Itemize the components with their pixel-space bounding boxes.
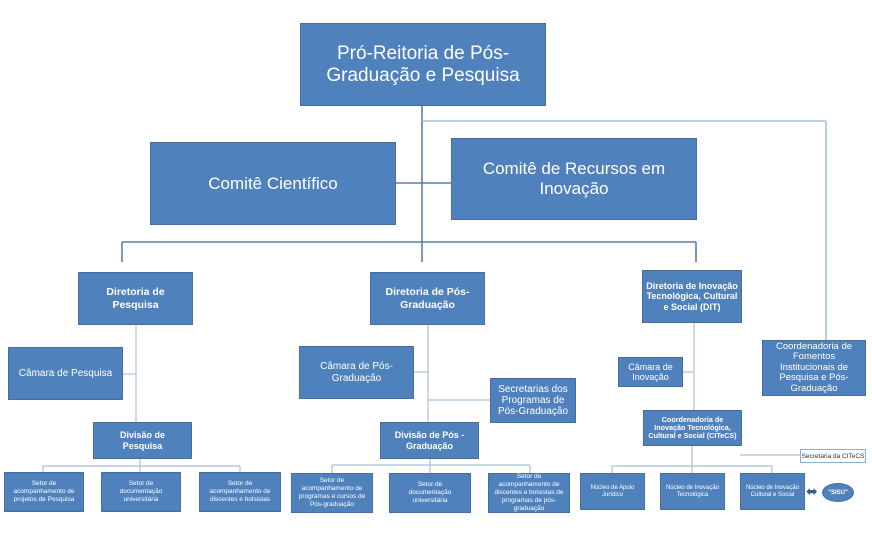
divisao-pesquisa-box: Divisão de Pesquisa: [93, 422, 192, 459]
diretoria-pesquisa-box: Diretoria de Pesquisa: [78, 272, 193, 325]
setor-pesquisa-3: Setor de acompanhamento de discentes e b…: [199, 472, 281, 512]
sisu-ellipse: "SISU": [822, 483, 854, 502]
setor-pesquisa-1: Setor de acompanhamento de projetos de P…: [4, 472, 84, 512]
setor-pos-3: Setor de acompanhamento de discentes e b…: [488, 473, 570, 513]
setor-pesquisa-2: Setor de documentação universitária: [101, 472, 181, 512]
setor-pos-1: Setor de acompanhamento de programas e c…: [291, 473, 373, 513]
coordenadoria-citecs-box: Coordenadoria de Inovação Tecnológica, C…: [643, 410, 742, 446]
setor-pos-2: Setor de documentação universitária: [389, 473, 471, 513]
camara-pesquisa-box: Câmara de Pesquisa: [8, 347, 123, 400]
nucleo-tecnologica-box: Núcleo de Inovação Tecnológica: [660, 473, 725, 510]
nucleo-juridico-box: Núcleo de Apoio Jurídico: [580, 473, 645, 510]
diretoria-pos-box: Diretoria de Pós-Graduação: [370, 272, 485, 325]
camara-pos-box: Câmara de Pós-Graduação: [299, 346, 414, 399]
camara-inovacao-box: Câmara de Inovação: [618, 357, 683, 387]
secretaria-citecs-box: Secretaria da CITeCS: [800, 449, 866, 463]
coord-fomentos-box: Coordenadoria de Fomentos Institucionais…: [762, 340, 866, 396]
pro-reitoria-box: Pró-Reitoria de Pós-Graduação e Pesquisa: [300, 23, 546, 106]
double-arrow-icon: ⬌: [806, 483, 818, 499]
comite-cientifico-box: Comitê Científico: [150, 142, 396, 225]
divisao-pos-box: Divisão de Pós - Graduação: [380, 422, 479, 459]
comite-recursos-box: Comitê de Recursos em Inovação: [451, 138, 697, 220]
diretoria-inovacao-box: Diretoria de Inovação Tecnológica, Cultu…: [642, 270, 742, 323]
secretarias-box: Secretarias dos Programas de Pós-Graduaç…: [490, 378, 576, 423]
nucleo-cultural-box: Núcleo de Inovação Cultural e Social: [740, 473, 805, 510]
